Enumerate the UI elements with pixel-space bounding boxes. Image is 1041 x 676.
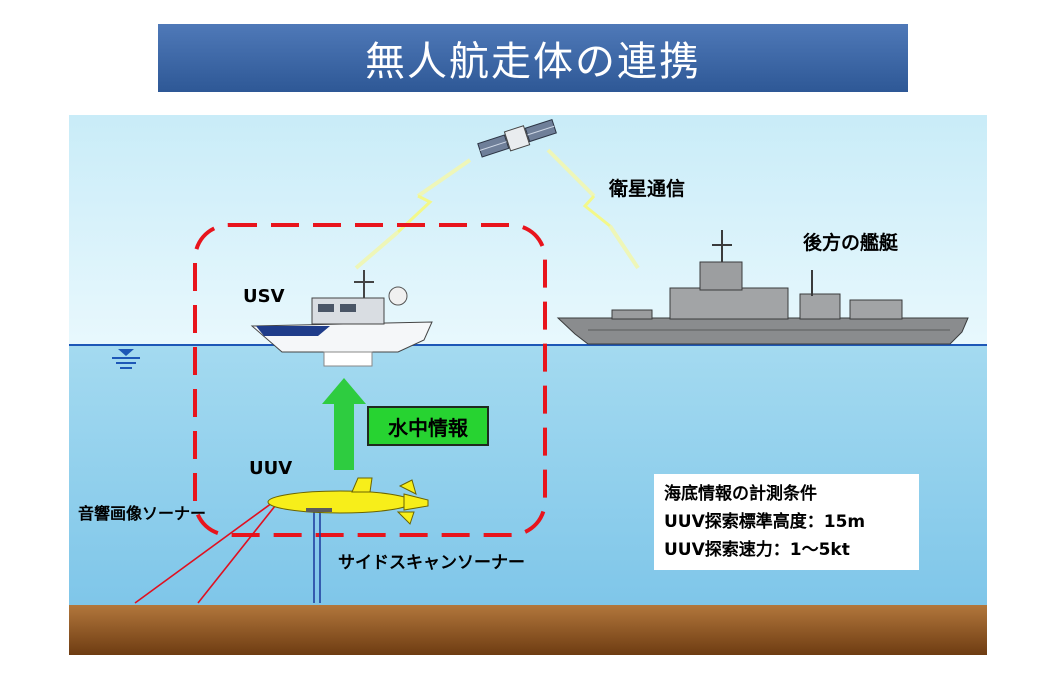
conditions-speed: UUV探索速力：1〜5kt: [664, 540, 850, 560]
side-scan-sonar-beams: [313, 510, 321, 603]
rear-ship-label: 後方の艦艇: [803, 232, 899, 254]
water-line: [69, 344, 987, 346]
seabed: [69, 605, 987, 655]
uuv-vehicle-icon: [267, 477, 429, 525]
uuv-label: UUV: [249, 458, 293, 479]
water-info-label: 水中情報: [388, 415, 468, 440]
acoustic-sonar-beams: [134, 502, 276, 604]
page-title: 無人航走体の連携: [365, 39, 701, 85]
conditions-heading: 海底情報の計測条件: [664, 484, 817, 504]
satellite-link-usv: [354, 158, 472, 270]
water-info-box: 水中情報: [367, 406, 489, 446]
acoustic-sonar-label: 音響画像ソーナー: [78, 504, 207, 523]
satellite-link-ship: [546, 148, 640, 270]
warship-icon: [556, 230, 969, 345]
satellite-comm-label: 衛星通信: [609, 178, 686, 200]
usv-boat-icon: [250, 270, 433, 367]
title-banner: 無人航走体の連携: [158, 24, 908, 92]
water-surface-icon: [112, 349, 140, 369]
operation-area-dashed-box: [193, 223, 547, 537]
survey-conditions-box: 海底情報の計測条件 UUV探索標準高度：15m UUV探索速力：1〜5kt: [654, 474, 919, 570]
usv-label: USV: [243, 286, 285, 307]
side-scan-sonar-label: サイドスキャンソーナー: [338, 553, 525, 573]
satellite-icon: [477, 118, 557, 158]
conditions-altitude: UUV探索標準高度：15m: [664, 512, 866, 532]
up-arrow-icon: [322, 378, 366, 470]
